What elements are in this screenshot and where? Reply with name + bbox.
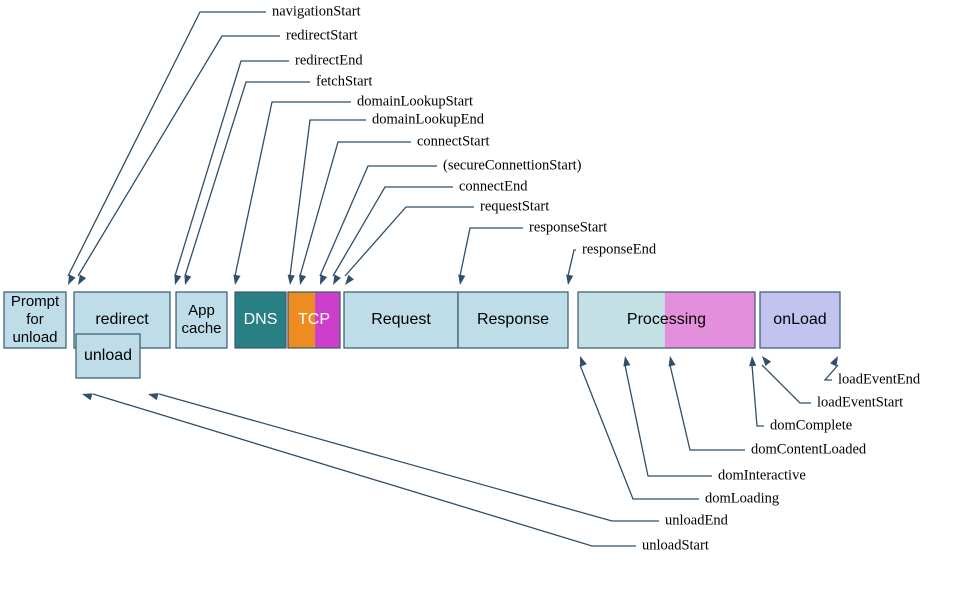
arrow-head-responseStart — [458, 274, 466, 285]
phase-box-dns-rect — [234, 291, 287, 349]
phase-box-unload-label: unload — [84, 347, 132, 364]
event-label-domContentLoaded: domContentLoaded — [751, 441, 867, 457]
event-label-domainLookupEnd: domainLookupEnd — [372, 111, 485, 127]
phase-box-onload: onLoad — [759, 291, 841, 349]
event-label-unloadEnd: unloadEnd — [665, 512, 729, 528]
leader-line-redirectStart — [77, 35, 280, 277]
event-label-domainLookupStart: domainLookupStart — [357, 93, 473, 109]
phase-box-tcp-segment-b — [315, 292, 340, 348]
phase-box-dns-label: DNS — [244, 311, 278, 328]
event-label-domInteractive: domInteractive — [718, 467, 806, 483]
leader-line-requestStart — [344, 206, 474, 277]
arrow-head-redirectStart — [78, 274, 87, 285]
phase-box-processing-label: Processing — [627, 311, 706, 328]
event-label-responseEnd: responseEnd — [582, 241, 657, 257]
phase-box-app-cache-rect — [175, 291, 228, 349]
phase-box-tcp-frame — [287, 291, 341, 349]
arrow-head-unloadEnd — [148, 393, 159, 401]
arrow-head-secureConnectionStart — [320, 274, 328, 285]
arrow-head-unloadStart — [82, 393, 93, 401]
event-label-loadEventStart: loadEventStart — [817, 394, 903, 410]
phase-box-request: Request — [343, 291, 459, 349]
event-label-connectStart: connectStart — [417, 133, 489, 149]
arrow-head-requestStart — [345, 274, 354, 285]
phase-box-response: Response — [457, 291, 569, 349]
leader-line-domContentLoaded — [669, 364, 745, 451]
event-label-fetchStart: fetchStart — [316, 73, 372, 89]
event-label-loadEventEnd: loadEventEnd — [838, 371, 921, 387]
leader-line-loadEventStart — [761, 364, 811, 404]
leader-line-domLoading — [579, 364, 699, 500]
leader-line-secureConnectionStart — [319, 165, 437, 277]
arrow-head-connectEnd — [333, 274, 341, 285]
leader-line-connectEnd — [332, 186, 453, 277]
arrow-head-responseEnd — [566, 274, 574, 285]
leader-line-domComplete — [751, 364, 764, 427]
phase-box-tcp-label: TCP — [298, 311, 330, 328]
phase-box-processing-segment-a — [578, 292, 665, 348]
arrow-head-connectStart — [299, 274, 307, 285]
event-label-requestStart: requestStart — [480, 198, 549, 214]
leader-line-responseEnd — [567, 249, 576, 277]
leader-line-navigationStart — [67, 11, 266, 277]
arrow-head-loadEventStart — [762, 356, 772, 367]
arrow-head-redirectEnd — [174, 274, 182, 285]
event-leader-lines-bottom — [82, 356, 839, 547]
phase-box-tcp: TCP — [287, 291, 341, 349]
event-label-domComplete: domComplete — [770, 417, 852, 433]
phase-box-processing: Processing — [577, 291, 756, 349]
arrow-head-loadEventEnd — [830, 356, 838, 367]
leader-line-unloadEnd — [158, 393, 659, 522]
phase-box-unload-rect — [75, 333, 141, 379]
leader-line-connectStart — [299, 141, 411, 277]
event-label-navigationStart: navigationStart — [272, 3, 361, 19]
leader-line-domainLookupEnd — [289, 119, 366, 277]
phase-box-request-label: Request — [371, 311, 431, 328]
event-label-connectEnd: connectEnd — [459, 178, 528, 194]
event-label-group-top: navigationStart redirectStart redirectEnd f… — [272, 3, 657, 257]
arrow-head-domComplete — [749, 356, 757, 367]
phase-box-prompt-for-unload-rect — [3, 291, 67, 349]
phase-box-onload-label: onLoad — [773, 311, 826, 328]
event-leader-lines-top — [67, 11, 576, 285]
arrow-head-domContentLoaded — [668, 356, 676, 367]
phase-box-unload: unload — [75, 333, 141, 379]
phase-box-dns: DNS — [234, 291, 287, 349]
arrow-head-domainLookupStart — [233, 274, 241, 285]
leader-line-redirectEnd — [174, 60, 289, 277]
arrow-head-domLoading — [580, 356, 587, 367]
leader-line-loadEventEnd — [823, 364, 839, 381]
arrow-head-domainLookupEnd — [287, 274, 295, 285]
leader-line-domainLookupStart — [234, 101, 351, 277]
leader-line-domInteractive — [624, 364, 712, 477]
leader-line-responseStart — [459, 227, 523, 277]
event-label-domLoading: domLoading — [705, 490, 779, 506]
event-label-redirectEnd: redirectEnd — [295, 52, 363, 68]
leader-line-fetchStart — [184, 81, 310, 277]
phase-box-response-rect — [457, 291, 569, 349]
phase-box-onload-rect — [759, 291, 841, 349]
arrow-head-fetchStart — [184, 274, 192, 285]
phase-box-redirect-label: redirect — [95, 311, 149, 328]
phase-box-processing-frame — [577, 291, 756, 349]
phase-box-processing-segment-b — [664, 292, 755, 348]
event-label-group-bottom: loadEventEnd loadEventStart domComplete dom… — [642, 371, 921, 553]
event-label-secureConnectionStart: (secureConnettionStart) — [443, 157, 582, 173]
phase-box-tcp-segment-a — [288, 292, 316, 348]
phase-box-response-label: Response — [477, 311, 549, 328]
arrow-head-domInteractive — [623, 356, 631, 367]
leader-line-unloadStart — [92, 393, 636, 547]
event-label-redirectStart: redirectStart — [286, 27, 358, 43]
event-label-responseStart: responseStart — [529, 219, 607, 235]
event-label-unloadStart: unloadStart — [642, 537, 709, 553]
arrow-head-navigationStart — [68, 274, 76, 285]
